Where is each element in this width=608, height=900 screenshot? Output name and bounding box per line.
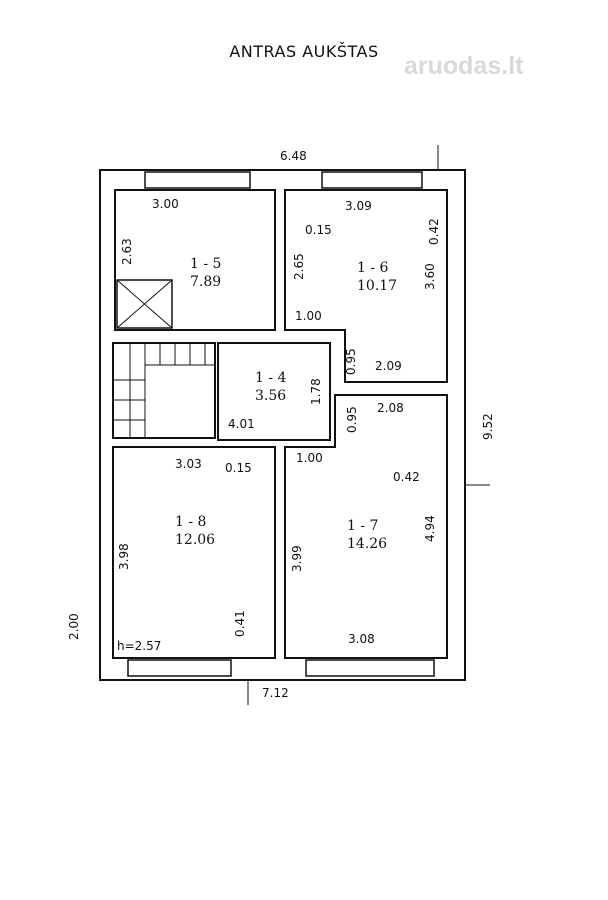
window-bottom-left: [127, 659, 232, 677]
dim-total-width-top: 6.48: [280, 149, 307, 163]
dim-r14-width: 4.01: [228, 417, 255, 431]
dim-r16-depth: 3.60: [423, 263, 437, 290]
dim-r17-depth: 4.94: [423, 515, 437, 542]
window-bottom-right: [305, 659, 435, 677]
window-top-left: [144, 171, 251, 189]
room-1-6-outline: [284, 189, 448, 383]
room-1-8-outline: [112, 446, 276, 659]
dim-total-width-bottom: 7.12: [262, 686, 289, 700]
dim-r18-depth: 3.98: [117, 543, 131, 570]
room-1-8-area: 12.06: [175, 532, 215, 548]
dim-r16-width: 3.09: [345, 199, 372, 213]
dim-r17-door: 1.00: [296, 451, 323, 465]
room-1-7-outline: [284, 394, 448, 659]
dim-r16-door: 1.00: [295, 309, 322, 323]
staircase: [112, 342, 216, 439]
dim-r17-wall-right: 0.42: [393, 470, 420, 484]
room-1-5-outline: [114, 189, 276, 331]
room-1-7-label: 1 - 7: [347, 518, 378, 534]
dim-r17-depth-left: 3.99: [290, 545, 304, 572]
dim-r16-wall-right: 0.42: [427, 218, 441, 245]
dim-r18-wall: 0.41: [233, 610, 247, 637]
room-1-8-label: 1 - 8: [175, 514, 206, 530]
room-1-7-area: 14.26: [347, 536, 387, 552]
room-1-5-label: 1 - 5: [190, 256, 221, 272]
dim-r17-width: 3.08: [348, 632, 375, 646]
floor-title: ANTRAS AUKŠTAS: [229, 42, 379, 61]
dim-r18-r17-wall: 0.15: [225, 461, 252, 475]
room-1-4-area: 3.56: [255, 388, 286, 404]
dim-r14-depth: 1.78: [309, 378, 323, 405]
dim-height: h=2.57: [117, 639, 161, 653]
dim-r15-width: 3.00: [152, 197, 179, 211]
dim-r16-bottom: 2.09: [375, 359, 402, 373]
room-1-5-area: 7.89: [190, 274, 221, 290]
dim-r17-top: 2.08: [377, 401, 404, 415]
dim-total-depth: 9.52: [481, 413, 495, 440]
outer-wall-outline: [99, 169, 466, 681]
room-1-6-label: 1 - 6: [357, 260, 389, 276]
dim-r15-depth: 2.63: [120, 238, 134, 265]
room-1-4-outline: [217, 342, 331, 441]
room-1-6-area: 10.17: [357, 278, 397, 294]
dim-r18-width: 3.03: [175, 457, 202, 471]
window-top-right: [321, 171, 423, 189]
dim-r16-depth-inner: 2.65: [292, 253, 306, 280]
aruodas-watermark-logo: aruodas.lt: [404, 52, 524, 80]
dim-left-offset: 2.00: [67, 613, 81, 640]
dim-r16-step: 0.95: [344, 348, 358, 375]
room-1-4-label: 1 - 4: [255, 370, 287, 386]
dim-r15-r16-wall: 0.15: [305, 223, 332, 237]
shower: [116, 279, 173, 329]
dim-r17-step: 0.95: [345, 406, 359, 433]
